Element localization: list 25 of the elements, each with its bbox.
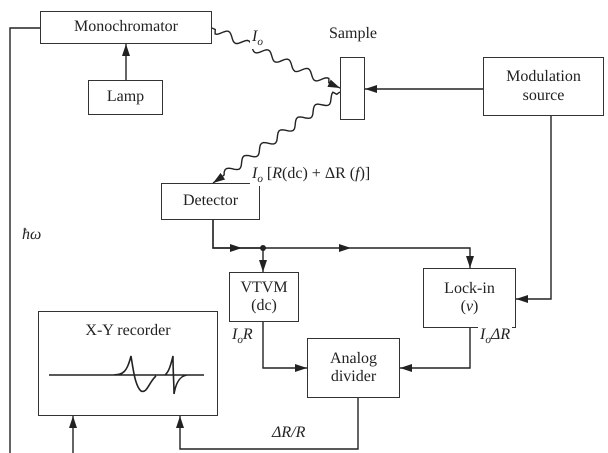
arrow [262,322,307,372]
arrow [176,398,359,450]
connector-line [9,27,40,453]
recorder-box [38,311,218,416]
edge-label: I$_{o}$ΔR [478,326,512,346]
process-box: Modulation source [483,57,604,116]
arrow [122,44,130,80]
arrow [516,116,552,303]
node-label: Sample [328,25,378,43]
process-box: Detector [161,183,260,220]
edge-label: I$_{o}$ [R(dc) + ΔR (f)] [250,165,372,186]
wavy-arrow [212,91,340,184]
edge-label: I$_{o}$ [250,28,265,48]
edge-label: I$_{o}$R [230,326,255,346]
process-box: Monochromator [40,11,212,44]
process-box: VTVM (dc) [229,272,299,322]
arrow [212,220,474,268]
process-box: Lamp [88,80,163,115]
process-box: Analog divider [307,338,400,398]
process-box: Lock-in (ν) [423,268,516,328]
arrow [365,85,483,93]
node-label: X-Y recorder [84,322,172,340]
arrow [69,416,77,453]
arrow [400,328,471,372]
wavy-arrow [212,27,340,89]
